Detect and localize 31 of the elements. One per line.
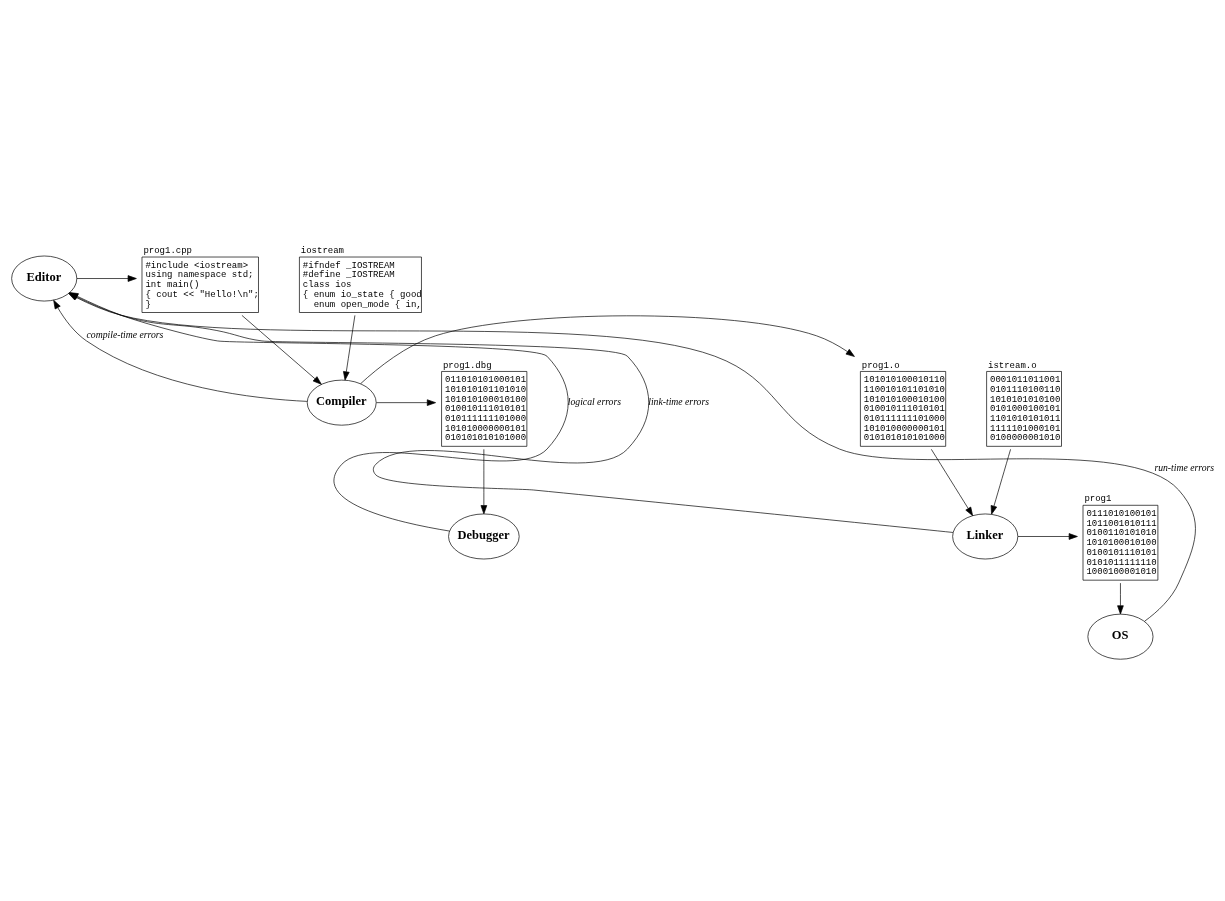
arrow xyxy=(480,448,488,515)
arrow xyxy=(343,315,356,381)
arrow xyxy=(76,275,137,282)
node-label: prog1.dbg xyxy=(442,359,492,371)
arrow xyxy=(376,399,436,406)
arrow xyxy=(1117,582,1124,615)
edge-label: run-time errors xyxy=(1154,462,1215,474)
arrow xyxy=(53,299,308,402)
node-box: #include <iostream> using namespace std; int main() { cout << "Hello!\n"; } xyxy=(141,256,259,313)
node-box: 011010101000101 101010101101010 101010100010100 010010111010101 010111111101000 101010000000101 010101010101000 xyxy=(441,371,528,447)
node-label: prog1.o xyxy=(861,359,900,371)
edge-label: compile-time errors xyxy=(86,328,164,340)
node-ellipse: Compiler xyxy=(306,379,377,426)
node-label: iostream xyxy=(300,245,345,257)
node-box: 0001011011001 0101110100110 1010101010100 0101000100101 1101010101011 1111101000101 0100000001010 xyxy=(986,371,1062,447)
node-label: prog1 xyxy=(1084,493,1112,505)
node-label: prog1.cpp xyxy=(143,245,192,257)
edge-label: logical errors xyxy=(567,395,621,407)
node-label: istream.o xyxy=(988,359,1037,371)
edge-label: link-time errors xyxy=(648,395,709,407)
node-ellipse: OS xyxy=(1087,613,1154,660)
node-box: 101010100010110 110010101101010 101010100010100 010010111010101 010111111101000 101010000000101 010101010101000 xyxy=(860,371,947,447)
node-ellipse: Linker xyxy=(952,513,1019,560)
arrow xyxy=(360,315,855,385)
node-box: #ifndef _IOSTREAM #define _IOSTREAM class ios { enum io_state { good enum open_mode { in, xyxy=(299,256,422,313)
node-ellipse: Debugger xyxy=(448,513,520,560)
node-box: 0111010100101 1011001010111 0100110101010 1010100010100 0100101110101 0101011111110 1000100001010 xyxy=(1082,504,1159,581)
arrow xyxy=(241,315,322,385)
arrow xyxy=(931,448,973,516)
arrow xyxy=(990,448,1011,515)
arrow xyxy=(1017,533,1078,540)
